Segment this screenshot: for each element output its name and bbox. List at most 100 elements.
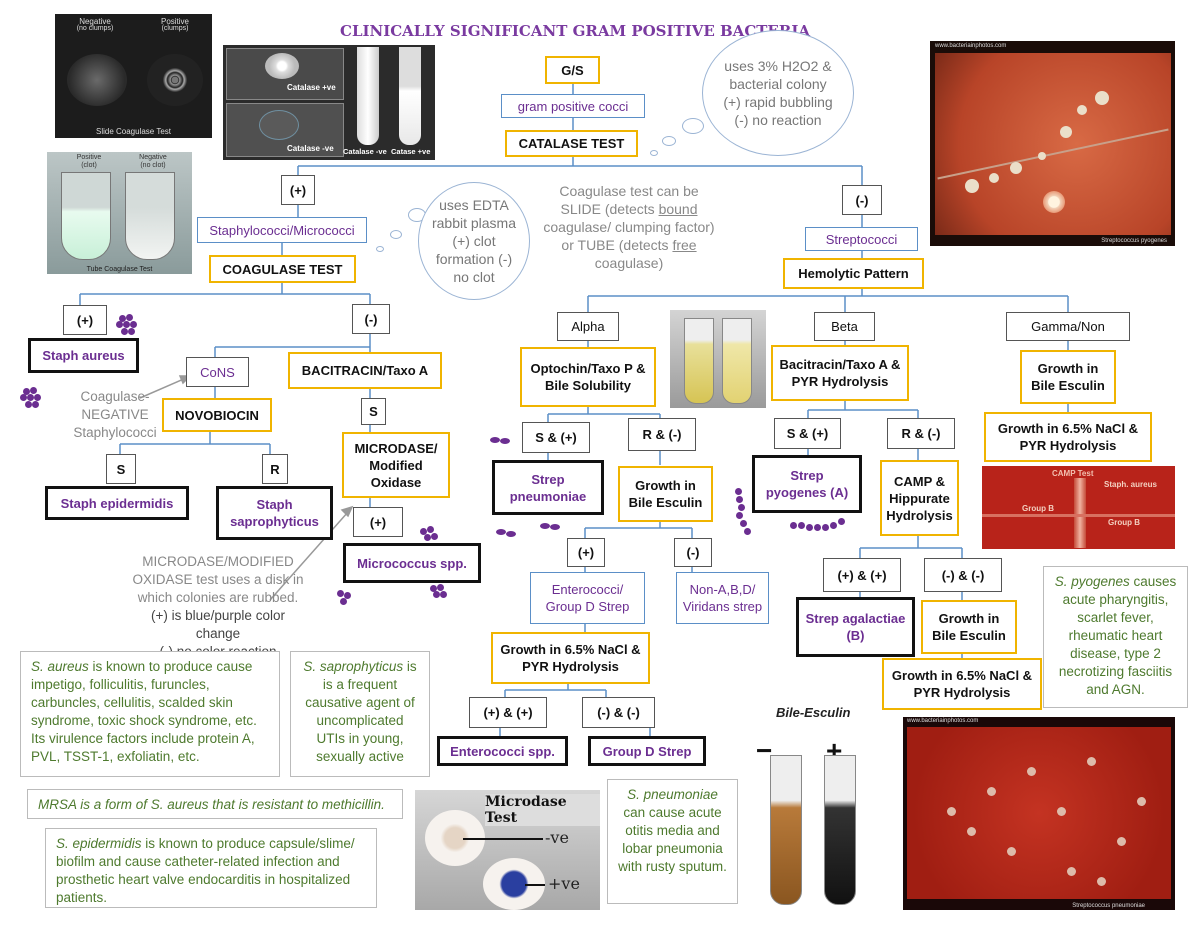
- coccus-dot: [738, 504, 745, 511]
- enterococci-nacl-pyr-node: Growth in 6.5% NaCl & PYR Hydrolysis: [491, 632, 650, 684]
- tube-coagulase-photo: Positive (clot) Negative (no clot) Tube …: [47, 152, 192, 274]
- microdase-positive-node: (+): [353, 507, 403, 537]
- colonies: [965, 179, 979, 193]
- epi-note-name: S. epidermidis: [56, 836, 142, 851]
- group-d-strep-result: Group D Strep: [588, 736, 706, 766]
- cloud-tail-1: [682, 118, 704, 134]
- camp-group-b-left: Group B: [1022, 504, 1054, 513]
- coccus-dot: [123, 321, 130, 328]
- bile-pos-tube: [824, 755, 856, 905]
- coccus-dot: [128, 328, 135, 335]
- coccus-dot: [440, 591, 447, 598]
- catalase-slide-pos: Catalase +ve: [226, 48, 344, 100]
- hemolytic-pattern-node: Hemolytic Pattern: [783, 258, 924, 289]
- coag-free: free: [672, 237, 697, 253]
- slide-pos-sub: (clumps): [161, 25, 189, 32]
- beta-nacl-pyr-node: Growth in 6.5% NaCl & PYR Hydrolysis: [882, 658, 1042, 710]
- gamma-node: Gamma/Non: [1006, 312, 1130, 341]
- group-b-streak: [982, 514, 1175, 517]
- slide-neg-drop: [67, 54, 127, 106]
- coccus-dot: [506, 531, 516, 537]
- catalase-tube-pos: [399, 47, 421, 145]
- catalase-test-node: CATALASE TEST: [505, 130, 638, 157]
- coagulase-negative-node: (-): [352, 304, 390, 334]
- catalase-negative-node: (-): [842, 185, 882, 215]
- coccus-dot: [121, 328, 128, 335]
- catalase-pos-label: Catalase +ve: [287, 83, 336, 92]
- microdase-note-1: MICRODASE/MODIFIED OXIDASE test uses a d…: [132, 554, 304, 605]
- catalase-note-cloud: uses 3% H2O2 & bacterial colony (+) rapi…: [702, 30, 854, 156]
- camp-title: CAMP Test: [1052, 469, 1094, 478]
- strep-agalactiae-result: Strep agalactiae (B): [796, 597, 915, 657]
- coag-text-3: coagulase/ clumping factor) or: [543, 219, 715, 253]
- bile-esculin-photo: Bile-Esculin − +: [748, 705, 888, 908]
- alpha-bile-positive-node: (+): [567, 538, 605, 567]
- coccus-dot: [736, 496, 743, 503]
- coccus-dot: [20, 394, 27, 401]
- coccus-dot: [744, 528, 751, 535]
- microdase-explanation: MICRODASE/MODIFIED OXIDASE test uses a d…: [128, 553, 308, 661]
- streptococci-node: Streptococci: [805, 227, 918, 251]
- coccus-dot: [496, 529, 506, 535]
- microdase-title: Microdase Test: [485, 794, 600, 826]
- catalase-bubbles: [265, 53, 299, 79]
- coccus-dot: [337, 590, 344, 597]
- coag-text-4: (detects: [614, 237, 673, 253]
- coag-text-5: coagulase): [594, 255, 664, 271]
- novobiocin-s-node: S: [106, 454, 136, 484]
- catalase-drop: [259, 110, 299, 140]
- strep-pyo-site: www.bacteriainphotos.com: [935, 43, 1007, 49]
- coccus-dot: [119, 315, 126, 322]
- slide-coag-caption: Slide Coagulase Test: [95, 127, 171, 136]
- staph-streak: [1074, 478, 1086, 548]
- catalase-neg-label: Catalase -ve: [287, 144, 334, 153]
- coag-text-1: Coagulase test can be: [559, 183, 699, 199]
- coccus-dot: [806, 524, 813, 531]
- cloud-tail-2: [662, 136, 676, 146]
- coag-text-2: (detects: [600, 201, 659, 217]
- strep-pneumoniae-result: Strep pneumoniae: [492, 460, 604, 515]
- catalase-slide-neg: Catalase -ve: [226, 103, 344, 157]
- coccus-dot: [23, 388, 30, 395]
- gamma-bile-esculin-node: Growth in Bile Esculin: [1020, 350, 1116, 404]
- catalase-tube-neg-label: Catalase -ve: [343, 147, 387, 156]
- pyo-note-text: causes acute pharyngitis, scarlet fever,…: [1058, 574, 1177, 697]
- cloud-tail-3: [650, 150, 658, 156]
- gram-stain-node: G/S: [545, 56, 600, 84]
- bacitracin-s-pos-node: S & (+): [774, 418, 841, 449]
- entero-neg-neg-node: (-) & (-): [582, 697, 655, 728]
- coccus-dot: [822, 524, 829, 531]
- bile-neg-tube: [770, 755, 802, 905]
- coccus-dot: [116, 321, 123, 328]
- optochin-s-pos-node: S & (+): [522, 422, 590, 453]
- tube-pos-vial: [61, 172, 111, 260]
- slide-coagulase-photo: Negative (no clumps) Positive (clumps) S…: [55, 14, 212, 138]
- staph-saprophyticus-result: Staph saprophyticus: [216, 486, 333, 540]
- cloud2-tail-3: [376, 246, 384, 252]
- bacitracin-pyr-node: Bacitracin/Taxo A & PYR Hydrolysis: [771, 345, 909, 401]
- coccus-dot: [830, 522, 837, 529]
- alpha-node: Alpha: [557, 312, 619, 341]
- aureus-note-name: S. aureus: [31, 659, 89, 674]
- staph-epidermidis-result: Staph epidermidis: [45, 486, 189, 520]
- sapro-note-name: S. saprophyticus: [303, 659, 404, 674]
- streak-line: [937, 128, 1169, 180]
- bile-tube-1: [684, 318, 714, 404]
- tube-neg-vial: [125, 172, 175, 260]
- page-title: CLINICALLY SIGNIFICANT GRAM POSITIVE BAC…: [340, 22, 810, 40]
- strep-pneumoniae-plate-photo: www.bacteriainphotos.com Streptococcus p…: [903, 717, 1175, 910]
- camp-staph-label: Staph. aureus: [1104, 480, 1157, 489]
- slide-neg-label: Negative: [79, 17, 111, 26]
- coccus-dot: [798, 522, 805, 529]
- camp-group-b-right: Group B: [1108, 518, 1140, 527]
- staph-micro-node: Staphylococci/Micrococci: [197, 217, 367, 243]
- tube-coag-caption: Tube Coagulase Test: [86, 266, 153, 273]
- strep-pyogenes-plate-photo: www.bacteriainphotos.com Streptococcus p…: [930, 41, 1175, 246]
- aureus-note-text: is known to produce cause impetigo, foll…: [31, 659, 257, 764]
- tube-pos-sub: (clot): [81, 162, 97, 169]
- tube-pos-label: Positive: [76, 154, 102, 161]
- cons-explanation: Coagulase-NEGATIVE Staphylococci: [73, 389, 157, 440]
- coag-tube: TUBE: [577, 237, 615, 253]
- coccus-dot: [838, 518, 845, 525]
- blood-agar-plate: [935, 53, 1171, 235]
